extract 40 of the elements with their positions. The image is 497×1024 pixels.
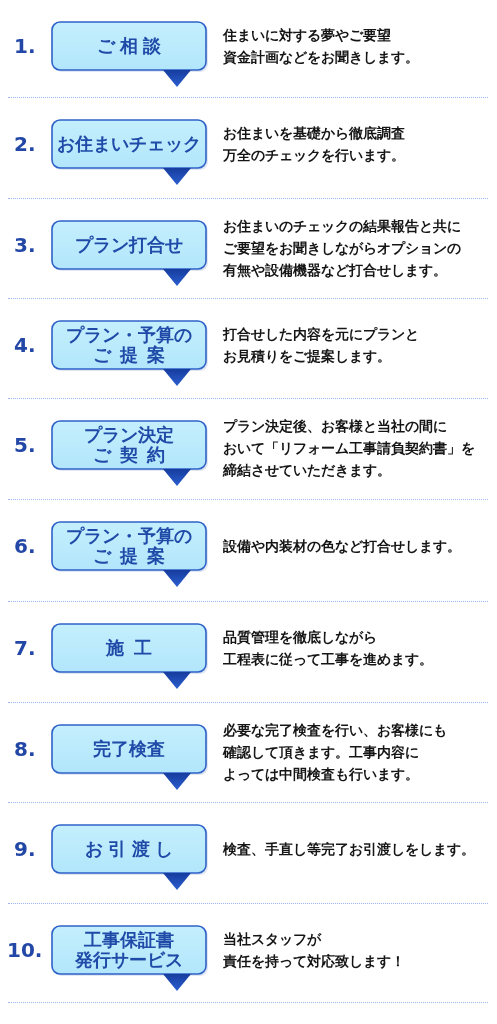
step-description: プラン決定後、お客様と当社の間において「リフォーム工事請負契約書」を締結させていただきます。 <box>223 417 475 480</box>
step-description: お住まいのチェックの結果報告と共にご要望をお聞きしながらオプションの有無や設備機器など打合せします。 <box>223 217 461 280</box>
callout-box <box>51 824 209 891</box>
step-description: 設備や内装材の色など打合せします。 <box>223 537 461 556</box>
step-number: 3. <box>14 233 36 257</box>
step-number: 7. <box>14 636 36 660</box>
step-description: 検査、手直し等完了お引渡しをします。 <box>223 840 475 859</box>
step-description: お住まいを基礎から徹底調査万全のチェックを行います。 <box>223 124 405 165</box>
step-number: 1. <box>14 34 36 58</box>
step-number: 8. <box>14 737 36 761</box>
step-title: お住まいチェック <box>56 134 202 154</box>
callout-box <box>51 320 209 387</box>
step-description: 打合せした内容を元にプランとお見積りをご提案します。 <box>223 325 419 366</box>
callout-box <box>51 925 209 992</box>
step-number: 4. <box>14 333 36 357</box>
step-number: 5. <box>14 433 36 457</box>
step-number: 10. <box>7 938 43 962</box>
step-description: 住まいに対する夢やご要望資金計画などをお聞きします。 <box>223 26 419 67</box>
step-description: 当社スタッフが責任を持って対応致します！ <box>223 930 405 971</box>
step-title: プラン決定ご契約 <box>83 425 175 465</box>
step-number: 6. <box>14 534 36 558</box>
step-description: 必要な完了検査を行い、お客様にも確認して頂きます。工事内容によっては中間検査も行います。 <box>223 721 447 784</box>
step-title: 工事保証書発行サービス <box>74 930 184 970</box>
step-title: プラン・予算のご提案 <box>65 325 193 365</box>
callout-box <box>51 220 209 287</box>
callout-box <box>51 724 209 791</box>
step-title: プラン打合せ <box>74 235 184 255</box>
step-description: 品質管理を徹底しながら工程表に従って工事を進めます。 <box>223 628 433 669</box>
callout-box <box>51 420 209 487</box>
callout-box <box>51 623 209 690</box>
step-title: プラン・予算のご提案 <box>65 526 193 566</box>
step-title: 完了検査 <box>92 739 166 759</box>
step-number: 9. <box>14 837 36 861</box>
step-title: お引渡し <box>83 839 180 859</box>
callout-box <box>51 21 209 88</box>
callout-box <box>51 521 209 588</box>
step-number: 2. <box>14 132 36 156</box>
step-title: 施工 <box>104 638 165 658</box>
callout-box <box>51 119 209 186</box>
step-title: ご相談 <box>95 36 168 56</box>
